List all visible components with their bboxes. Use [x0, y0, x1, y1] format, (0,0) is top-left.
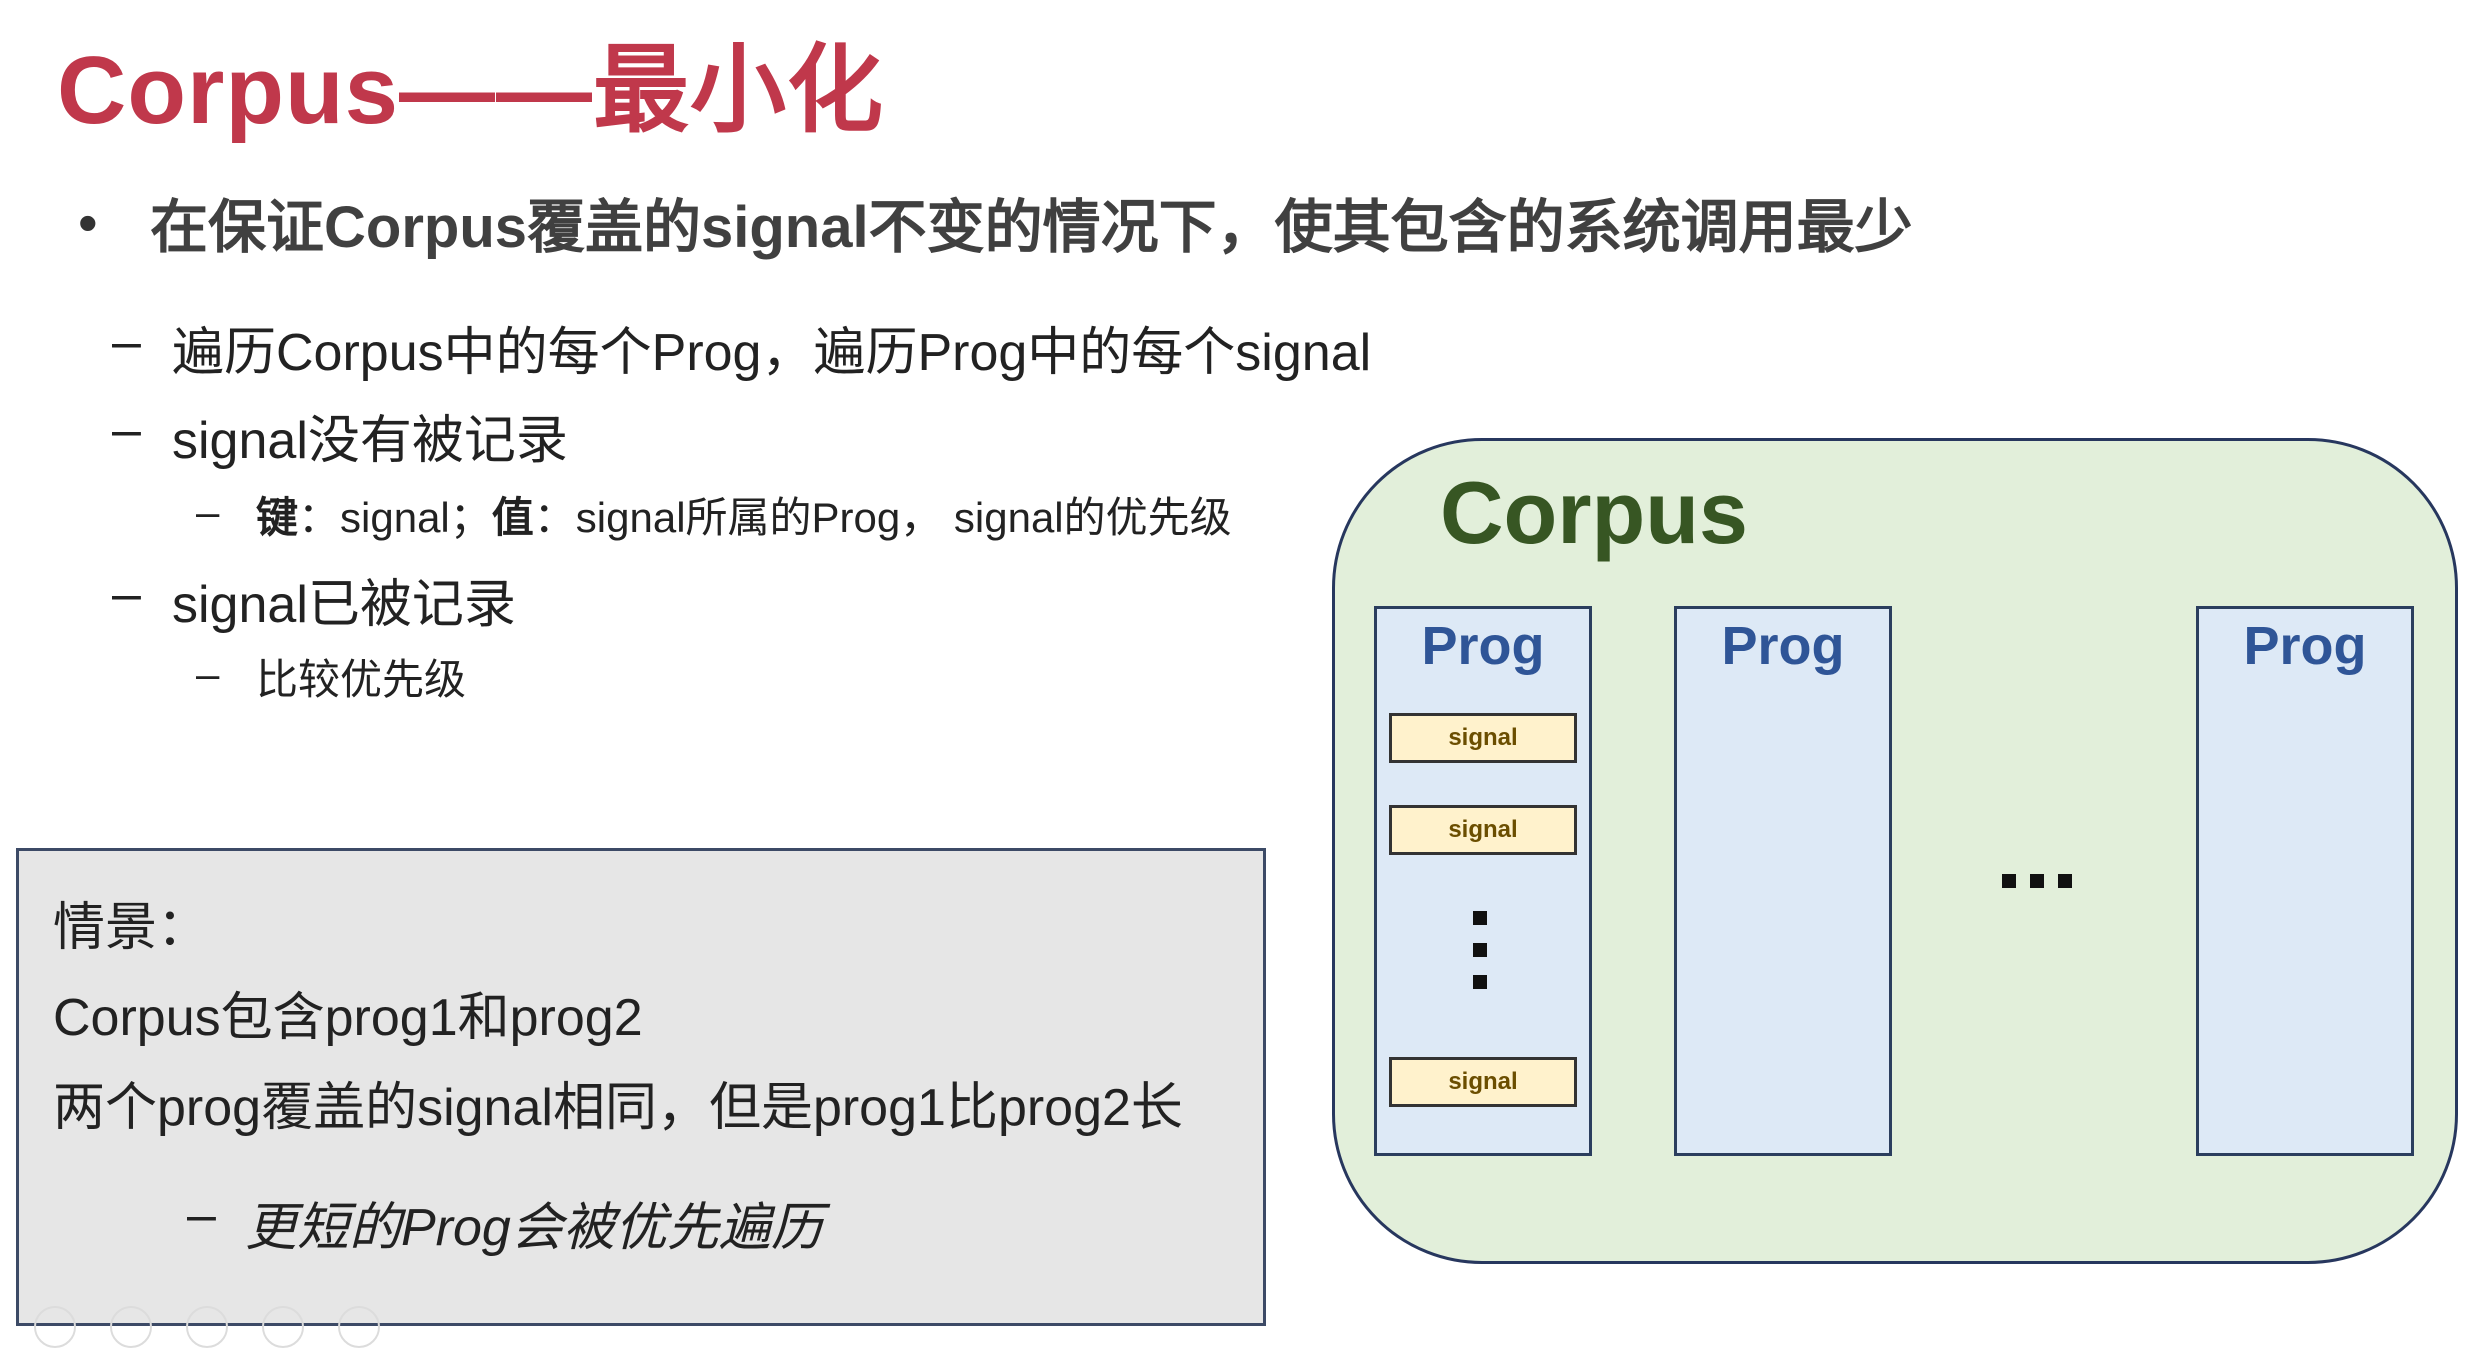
prog-label: Prog	[1421, 616, 1545, 676]
slides-icon[interactable]	[186, 1306, 228, 1348]
bullet-main-text: 在保证Corpus覆盖的signal不变的情况下，使其包含的系统调用最少	[150, 195, 1913, 260]
signal-block: signal	[1389, 1057, 1577, 1107]
dash-marker: –	[187, 1186, 216, 1244]
corpus-label: Corpus	[1440, 463, 1748, 562]
dash-marker: –	[112, 401, 141, 459]
page-title: Corpus——最小化	[57, 37, 884, 144]
sub-item-recorded: signal已被记录	[172, 576, 516, 634]
prog-column-2: Prog	[1674, 606, 1892, 1156]
dash-marker: –	[112, 313, 141, 371]
prog-label: Prog	[1721, 616, 1845, 676]
dash-marker: –	[112, 565, 141, 623]
sub-item-key-value: 键：signal；值：signal所属的Prog， signal的优先级	[256, 484, 1232, 545]
signal-block: signal	[1389, 805, 1577, 855]
scenario-line-1: Corpus包含prog1和prog2	[53, 989, 643, 1047]
ellipsis-dot	[1473, 943, 1487, 957]
prog-column-3: Prog	[2196, 606, 2414, 1156]
dash-marker: –	[196, 488, 220, 535]
value-text: ：signal所属的Prog， signal的优先级	[533, 494, 1232, 541]
pen-icon[interactable]	[110, 1306, 152, 1348]
scenario-heading: 情景：	[53, 899, 210, 957]
ellipsis-dot	[2002, 874, 2016, 888]
sub-item-compare: 比较优先级	[256, 656, 467, 703]
ellipsis-dot	[1473, 975, 1487, 989]
zoom-icon[interactable]	[262, 1306, 304, 1348]
scenario-conclusion: 更短的Prog会被优先遍历	[245, 1199, 823, 1257]
ellipsis-dot	[2058, 874, 2072, 888]
ellipsis-dot	[1473, 911, 1487, 925]
key-text: ：signal；	[298, 494, 492, 541]
scenario-box: 情景： Corpus包含prog1和prog2 两个prog覆盖的signal相…	[16, 848, 1266, 1326]
sub-item-traverse: 遍历Corpus中的每个Prog，遍历Prog中的每个signal	[172, 324, 1372, 382]
value-label: 值	[491, 494, 534, 541]
prog-column-1: Prog signal signal signal	[1374, 606, 1592, 1156]
scenario-line-2: 两个prog覆盖的signal相同，但是prog1比prog2长	[53, 1079, 1183, 1137]
more-icon[interactable]	[338, 1306, 380, 1348]
bullet-marker: •	[78, 191, 98, 254]
ellipsis-dot	[2030, 874, 2044, 888]
sub-item-not-recorded: signal没有被记录	[172, 412, 568, 470]
prog-label: Prog	[2243, 616, 2367, 676]
dash-marker: –	[196, 650, 220, 697]
play-icon[interactable]	[34, 1306, 76, 1348]
key-label: 键	[256, 494, 299, 541]
signal-block: signal	[1389, 713, 1577, 763]
